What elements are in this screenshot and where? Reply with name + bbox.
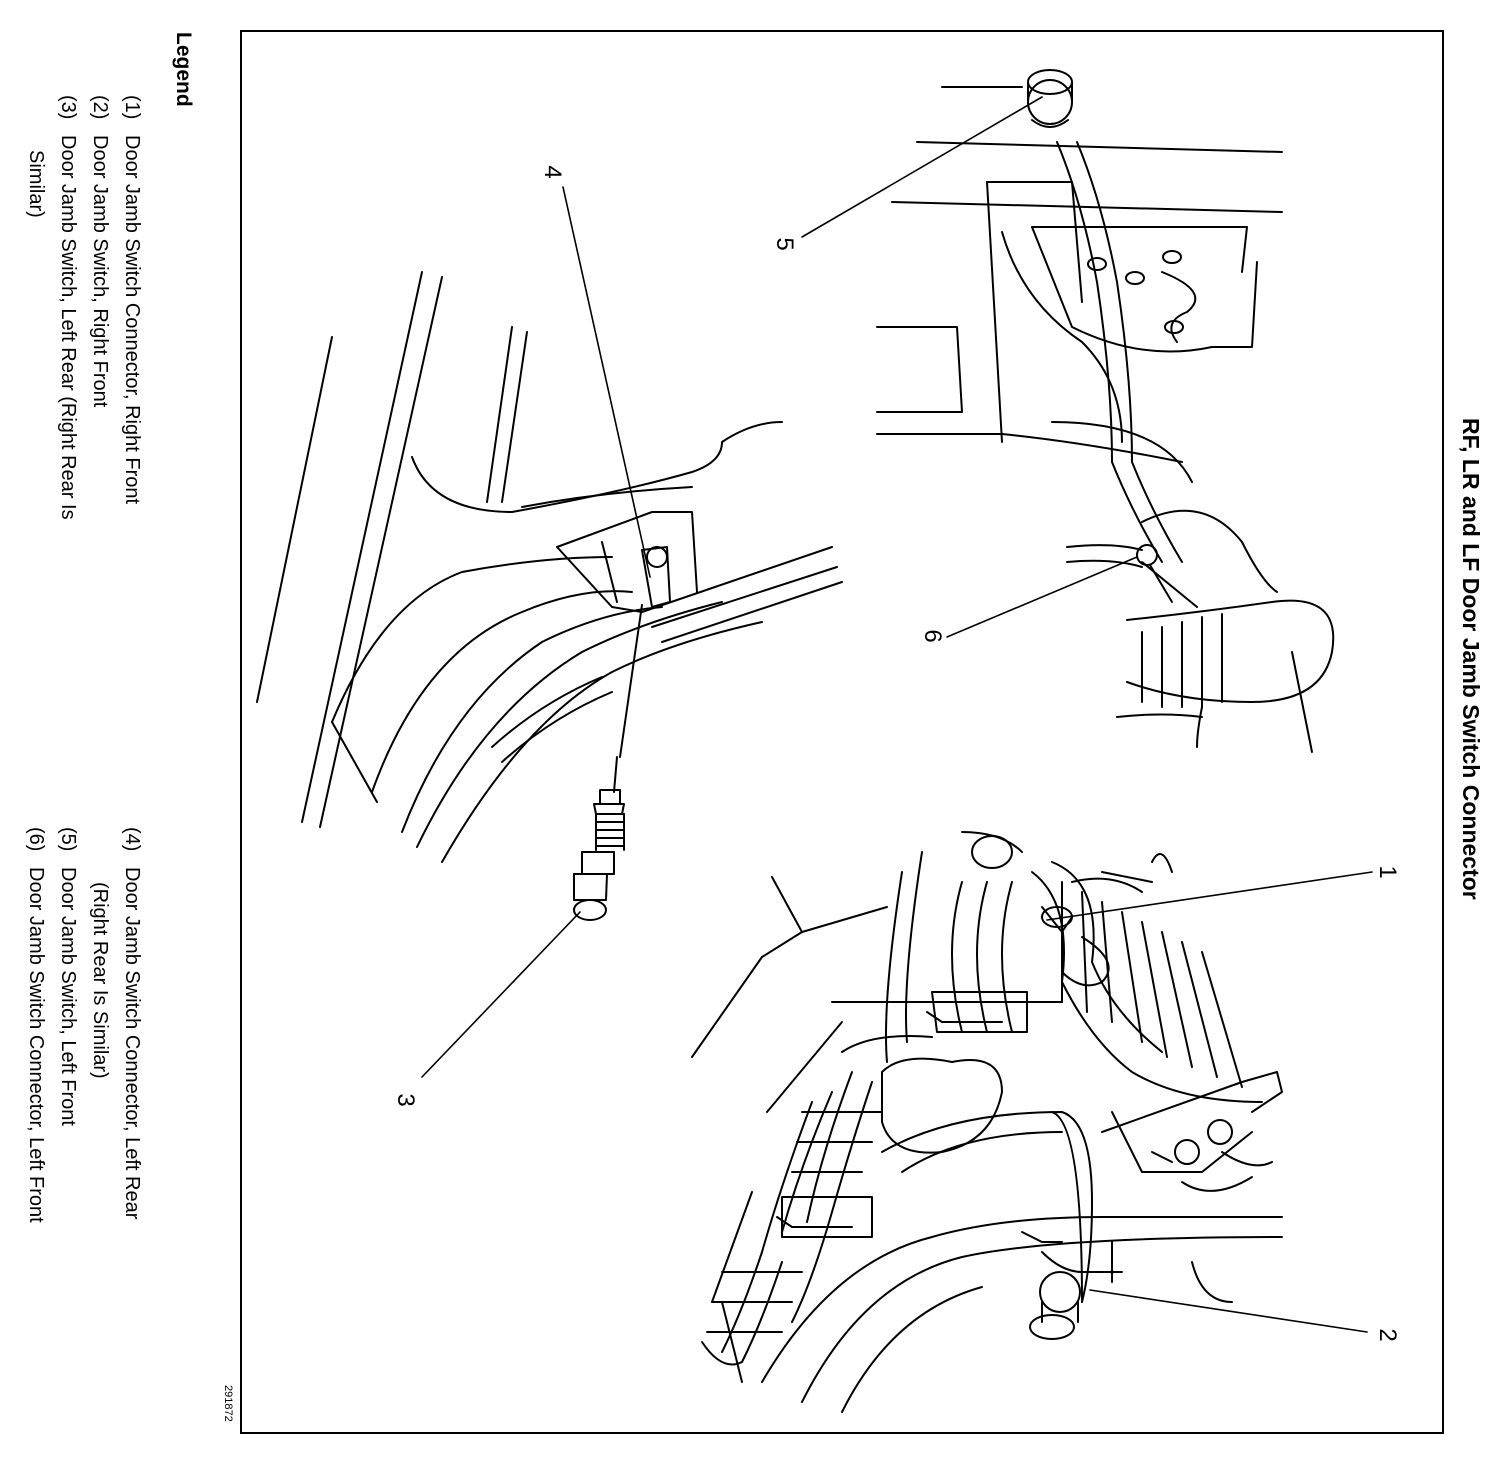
legend-item-text: Door Jamb Switch, Right Front (89, 135, 111, 408)
legend-item-text: Door Jamb Switch Connector, Right Front (121, 135, 143, 505)
legend-item-text: Door Jamb Switch, Left Rear (Right Rear … (57, 135, 79, 520)
left-front-jamb-illustration (876, 69, 1335, 753)
legend-item-number: (5) (57, 827, 79, 852)
legend-item-5: (5) Door Jamb Switch, Left Front (52, 827, 84, 1126)
legend-heading: Legend (172, 32, 195, 107)
figure-number: 291872 (222, 1385, 234, 1422)
callout-6: 6 (919, 629, 946, 643)
legend-item-4-continued: (Right Rear Is Similar) (89, 882, 111, 1079)
legend-item-text: Door Jamb Switch Connector, Left Front (25, 867, 47, 1223)
leader-lines (421, 96, 1373, 1333)
legend-item-4: (4) Door Jamb Switch Connector, Left Rear (116, 827, 148, 1219)
right-front-jamb-illustration (691, 831, 1283, 1413)
legend-item-text: Door Jamb Switch Connector, Left Rear (121, 867, 143, 1220)
legend-item-number: (1) (121, 95, 143, 120)
callout-3: 3 (392, 1093, 419, 1107)
legend-item-3-continued: Similar) (25, 150, 47, 218)
left-rear-jamb-illustration (256, 271, 843, 921)
legend-item-text: Door Jamb Switch, Left Front (57, 867, 79, 1126)
illustration-frame (240, 30, 1444, 1434)
callout-2: 2 (1374, 1328, 1401, 1342)
callout-1: 1 (1374, 865, 1401, 879)
legend-item-6: (6) Door Jamb Switch Connector, Left Fron… (20, 827, 52, 1223)
line-art (256, 69, 1373, 1413)
callout-5: 5 (771, 237, 798, 251)
legend-item-1: (1) Door Jamb Switch Connector, Right Fro… (116, 95, 148, 504)
legend-item-2: (2) Door Jamb Switch, Right Front (84, 95, 116, 407)
legend-item-number: (6) (25, 827, 47, 852)
legend-item-number: (4) (121, 827, 143, 852)
legend-item-number: (2) (89, 95, 111, 120)
callout-4: 4 (539, 165, 566, 179)
legend-item-number: (3) (57, 95, 79, 120)
legend-item-3: (3) Door Jamb Switch, Left Rear (Right Re… (52, 95, 84, 520)
diagram-title: RF, LR and LF Door Jamb Switch Connector (1458, 418, 1484, 900)
